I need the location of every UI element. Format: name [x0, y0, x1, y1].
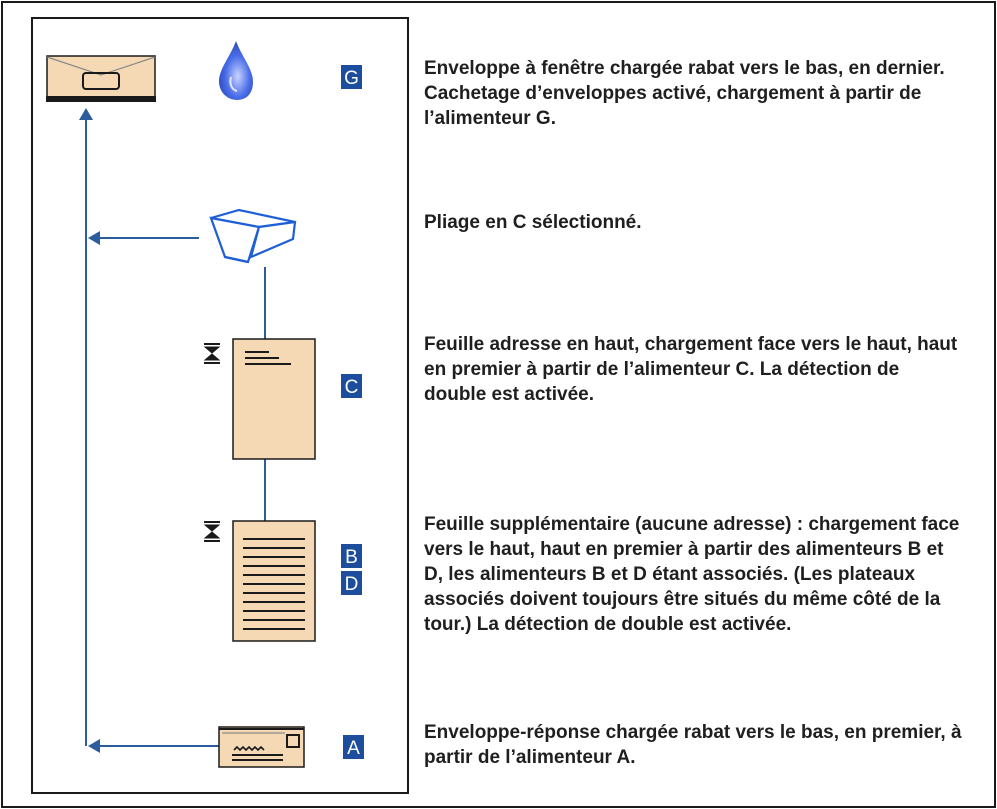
step-caption-extra-sheet: Feuille supplémentaire (aucune adresse) …: [424, 514, 960, 635]
arrowhead-up-icon: [79, 108, 93, 120]
double-detect-icon: [203, 343, 221, 364]
arrowhead-left-icon: [88, 739, 100, 753]
tray-letter: A: [347, 738, 360, 759]
double-detect-icon: [203, 521, 221, 542]
reply-envelope-icon: [218, 726, 305, 768]
tray-letter: G: [344, 68, 359, 89]
tray-letter: B: [345, 547, 358, 568]
tray-letter: D: [345, 574, 359, 595]
extra-sheet-icon: [232, 520, 316, 642]
tray-badge-b: B: [341, 544, 362, 568]
tray-badge-d: D: [341, 571, 362, 595]
tray-letter: C: [345, 377, 359, 398]
arrowhead-left-icon: [88, 231, 100, 245]
tray-badge-c: C: [341, 374, 362, 398]
water-drop-icon: [219, 41, 253, 100]
tray-badge-a: A: [343, 735, 364, 759]
insertion-flow-diagram: G C B D A: [46, 41, 364, 768]
step-caption-window-envelope: Enveloppe à fenêtre chargée rabat vers l…: [424, 58, 945, 129]
step-caption-c-fold: Pliage en C sélectionné.: [424, 212, 642, 233]
step-caption-reply-envelope: Enveloppe-réponse chargée rabat vers le …: [424, 722, 962, 768]
c-fold-icon: [209, 208, 297, 264]
diagram-panel: G C B D A: [31, 17, 409, 794]
tray-badge-g: G: [341, 65, 362, 89]
step-caption-address-sheet: Feuille adresse en haut, chargement face…: [424, 334, 958, 405]
address-sheet-icon: [232, 338, 316, 460]
window-envelope-icon: [46, 55, 156, 102]
